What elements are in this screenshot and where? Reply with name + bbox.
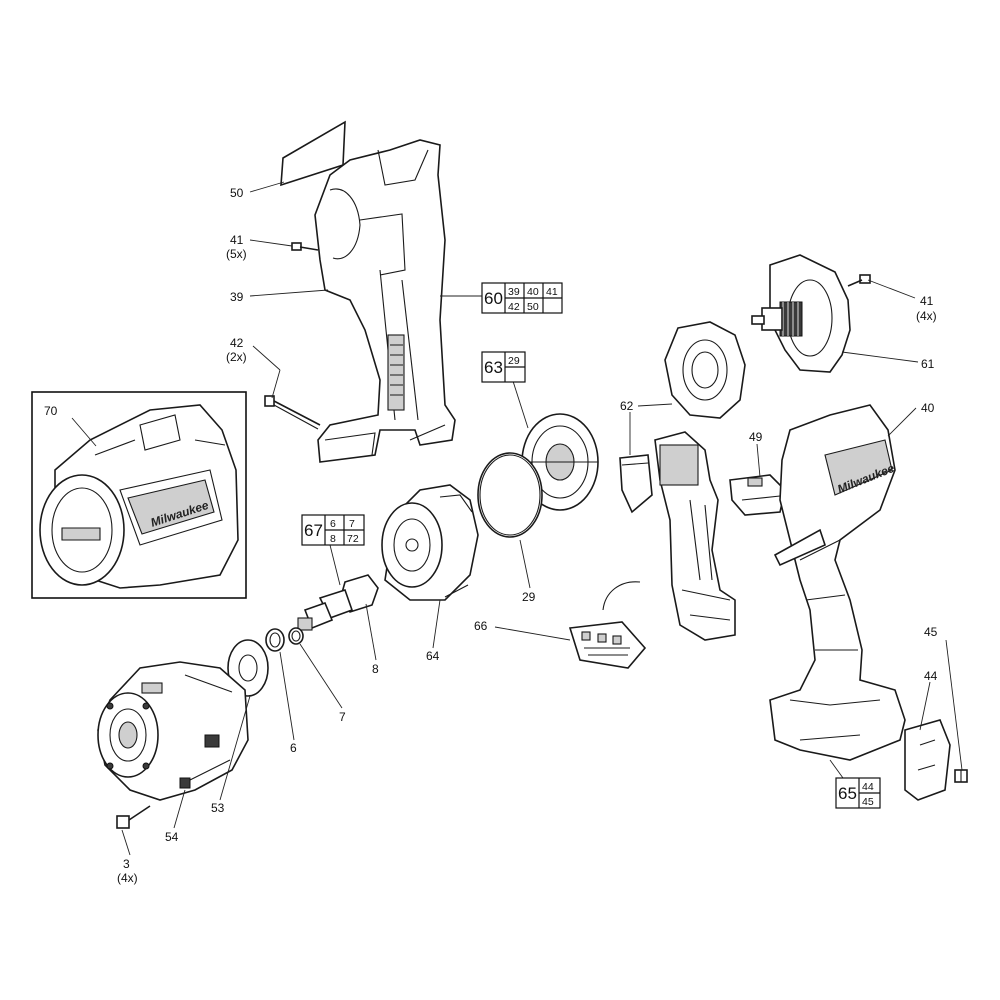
- callout-6: 6: [290, 741, 297, 755]
- leader-lines: [71, 181, 963, 856]
- callout-41-top-qty: (5x): [226, 247, 247, 261]
- inset-nose-boot-70: Milwaukee: [31, 391, 247, 599]
- callout-54: 54: [165, 830, 179, 844]
- kit-60-part-3: 41: [546, 286, 558, 298]
- kit-67-part-2: 7: [349, 518, 355, 530]
- callout-70: 70: [44, 404, 58, 418]
- kit-67-id: 67: [304, 521, 323, 540]
- callout-29: 29: [522, 590, 536, 604]
- kit-63-id: 63: [484, 358, 503, 377]
- kit-box-67: 67 6 7 8 72: [301, 514, 365, 546]
- ring-6: [265, 628, 285, 652]
- callout-40: 40: [921, 401, 935, 415]
- kit-67-part-1: 6: [330, 518, 336, 530]
- kit-box-60: 60 39 40 41 42 50: [481, 282, 563, 314]
- pcb-66: [568, 581, 647, 669]
- callout-41-top: 41: [230, 233, 244, 247]
- callout-53: 53: [211, 801, 225, 815]
- callout-66: 66: [474, 619, 488, 633]
- o-ring-29: [477, 452, 543, 538]
- kit-60-part-1: 39: [508, 286, 520, 298]
- kit-65-part-2: 45: [862, 796, 874, 808]
- screw-41-top: [291, 242, 319, 251]
- kit-60-part-5: 50: [527, 301, 539, 313]
- callout-44: 44: [924, 669, 938, 683]
- anvil-8: [297, 574, 379, 631]
- kit-63-part-1: 29: [508, 355, 520, 367]
- kit-65-id: 65: [838, 784, 857, 803]
- callout-42: 42: [230, 336, 244, 350]
- kit-box-63: 63 29: [481, 351, 526, 383]
- kit-67-part-3: 8: [330, 533, 336, 545]
- callout-50: 50: [230, 186, 244, 200]
- callout-3-qty: (4x): [117, 871, 138, 885]
- clip-49: [729, 474, 786, 516]
- callout-41-right: 41: [920, 294, 934, 308]
- callout-labels: 50 41 (5x) 39 42 (2x) 70 41 (4x) 61 62 4…: [44, 186, 938, 885]
- kit-60-id: 60: [484, 289, 503, 308]
- callout-3: 3: [123, 857, 130, 871]
- left-housing-39: [314, 139, 456, 463]
- screw-42: [264, 395, 321, 430]
- callout-42-qty: (2x): [226, 350, 247, 364]
- callout-64: 64: [426, 649, 440, 663]
- washer: [227, 639, 269, 697]
- ring-7: [288, 627, 304, 645]
- kit-65-part-1: 44: [862, 781, 874, 793]
- callout-39: 39: [230, 290, 244, 304]
- motor-plate-61: [751, 254, 851, 373]
- kit-60-part-2: 40: [527, 286, 539, 298]
- callout-45: 45: [924, 625, 938, 639]
- stator-ring: [664, 321, 746, 419]
- screw-45: [954, 769, 968, 783]
- callout-7: 7: [339, 710, 346, 724]
- switch-assembly-62: [619, 431, 736, 641]
- kit-67-part-4: 72: [347, 533, 359, 545]
- callout-49: 49: [749, 430, 763, 444]
- hammer-case-64: [381, 484, 479, 601]
- callout-41-right-qty: (4x): [916, 309, 937, 323]
- callout-61: 61: [921, 357, 935, 371]
- screw-3: [116, 805, 151, 829]
- screw-41-right: [847, 274, 871, 287]
- callout-62: 62: [620, 399, 634, 413]
- front-housing-53: [97, 661, 249, 801]
- plate-44: [904, 719, 951, 801]
- callout-8: 8: [372, 662, 379, 676]
- right-housing-40: Milwaukee: [769, 404, 906, 761]
- kit-60-part-4: 42: [508, 301, 520, 313]
- kit-box-65: 65 44 45: [835, 777, 881, 809]
